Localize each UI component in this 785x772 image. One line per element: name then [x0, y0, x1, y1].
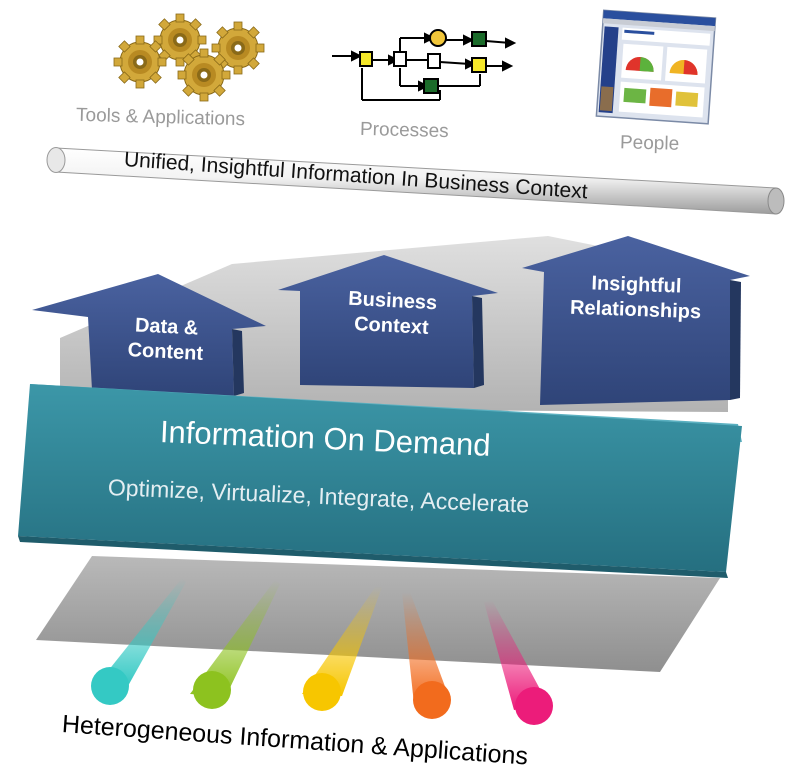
source-yellow-dot [303, 673, 341, 711]
tools-applications-label: Tools & Applications [75, 104, 246, 131]
source-orange-dot [413, 681, 451, 719]
arrow-data-content [32, 274, 266, 396]
process-flow-icon [332, 29, 517, 101]
arrow-label-business-context: Business Context [311, 285, 473, 343]
people-dashboard-icon [595, 9, 717, 125]
arrow-insightful-relationships [522, 236, 750, 405]
source-beams [96, 578, 548, 710]
people-label: People [619, 132, 680, 155]
unified-information-bar [46, 147, 785, 215]
arrow-label-data-content: Data & Content [85, 311, 247, 369]
information-on-demand-platform [18, 384, 742, 578]
source-pink-dot [515, 687, 553, 725]
arrow-label-insightful-relationships: Insightful Relationships [545, 270, 727, 326]
source-green-dot [193, 671, 231, 709]
processes-label: Processes [359, 118, 449, 143]
arrow-business-context [278, 255, 498, 388]
tools-gears-icon [113, 13, 265, 102]
source-cyan-dot [91, 667, 129, 705]
lower-grey-backdrop [36, 556, 720, 672]
